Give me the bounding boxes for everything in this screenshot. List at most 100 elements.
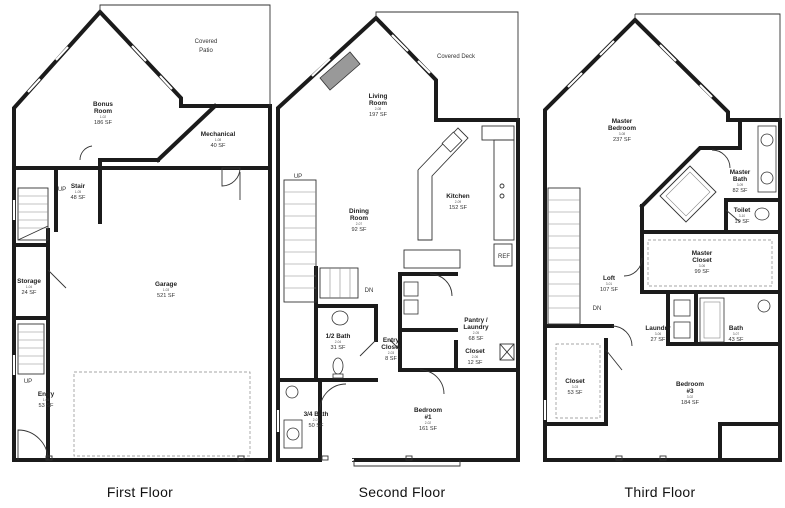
third-floor-plan xyxy=(543,13,782,462)
room-area: 8 SF xyxy=(385,356,397,362)
master-bath-wall xyxy=(639,146,742,209)
room-area: 50 SF xyxy=(309,423,325,429)
second-floor-plan xyxy=(276,11,520,467)
pantry-door xyxy=(429,273,453,297)
room-code: 2-05 xyxy=(473,331,480,335)
room-area: 53 SF xyxy=(39,403,55,409)
loft-door xyxy=(611,325,633,347)
room-name: Closet xyxy=(381,344,401,351)
room-name: Stair xyxy=(71,183,86,190)
plan-label: REF xyxy=(498,254,510,260)
room-code: 2-02 xyxy=(425,421,432,425)
room-name: 1/2 Bath xyxy=(326,333,351,340)
room-area: 27 SF xyxy=(651,337,667,343)
room-code: 1-05 xyxy=(75,190,82,194)
plan-label: DN xyxy=(593,306,602,312)
second-floor-stair xyxy=(283,179,359,303)
room-name: Closet xyxy=(692,257,712,264)
mechanical-wall xyxy=(155,103,218,163)
room-area: 19 SF xyxy=(735,219,751,225)
room-name: Kitchen xyxy=(446,193,470,200)
room-area: 152 SF xyxy=(449,205,468,211)
room-name: Dining xyxy=(349,208,369,215)
plan-label: Covered xyxy=(195,39,218,45)
room-code: 3-06 xyxy=(655,332,662,336)
third-floor-title: Third Floor xyxy=(624,484,696,500)
room-name: Bath xyxy=(733,176,747,183)
room-name: Room xyxy=(369,100,387,107)
covered-deck-outline xyxy=(375,11,519,120)
room-name: #3 xyxy=(686,388,694,395)
room-area: 107 SF xyxy=(600,287,619,293)
room-name: Bonus xyxy=(93,101,113,108)
third-roof-outline xyxy=(635,13,781,120)
room-name: Master xyxy=(692,250,713,257)
shower xyxy=(659,165,717,223)
room-code: 1-02 xyxy=(100,115,107,119)
plan-label: Patio xyxy=(199,48,213,54)
room-code: 2-03 xyxy=(388,351,395,355)
bed3-closet-outline xyxy=(555,343,601,419)
room-code: 2-06 xyxy=(472,355,479,359)
room-code: 3-03 xyxy=(572,385,579,389)
room-code: 2-07 xyxy=(356,222,363,226)
fireplace xyxy=(319,51,361,91)
room-name: Master xyxy=(612,118,633,125)
room-area: 99 SF xyxy=(695,269,711,275)
room-name: Pantry / xyxy=(464,317,488,324)
room-name: Bedroom xyxy=(676,381,704,388)
kitchen-counters xyxy=(403,125,515,269)
master-closet-door xyxy=(623,257,643,277)
third-floor-stair xyxy=(547,187,581,325)
room-area: 31 SF xyxy=(331,345,347,351)
second-floor-windows xyxy=(276,34,431,462)
room-name: Bedroom xyxy=(414,407,442,414)
plan-label: Covered Deck xyxy=(437,54,476,60)
master-bath-door xyxy=(711,149,731,169)
room-name: Laundry xyxy=(463,324,489,331)
first-floor-windows xyxy=(12,45,173,375)
third-floor-windows xyxy=(543,40,713,420)
room-name: Entry xyxy=(383,337,400,344)
room-area: 237 SF xyxy=(613,137,632,143)
room-area: 24 SF xyxy=(22,290,38,296)
room-code: 1-03 xyxy=(163,288,170,292)
second-floor-fixtures xyxy=(283,281,515,449)
room-name: Living xyxy=(369,93,388,100)
room-name: Closet xyxy=(565,378,585,385)
room-code: 3-08 xyxy=(619,132,626,136)
garage-door-outline xyxy=(73,371,251,457)
room-code: 3-07 xyxy=(733,332,740,336)
room-area: 184 SF xyxy=(681,400,700,406)
room-name: Bath xyxy=(729,325,743,332)
entry-door xyxy=(17,429,49,461)
half-bath-door xyxy=(359,339,377,357)
room-code: 2-08 xyxy=(375,107,382,111)
room-name: Loft xyxy=(603,275,616,282)
second-floor-title: Second Floor xyxy=(358,484,446,500)
covered-patio-outline xyxy=(99,4,271,106)
toilet-door xyxy=(725,209,741,223)
room-name: Closet xyxy=(465,348,485,355)
plan-label: UP xyxy=(24,379,32,385)
room-area: 12 SF xyxy=(468,360,484,366)
first-floor-plan xyxy=(12,4,272,462)
mechanical-door xyxy=(221,167,241,187)
bed3-closet-door xyxy=(605,349,623,371)
room-area: 48 SF xyxy=(71,195,87,201)
entry-stair xyxy=(17,323,45,375)
room-name: #1 xyxy=(424,414,432,421)
room-name: Laundry xyxy=(645,325,671,332)
room-area: 82 SF xyxy=(733,188,749,194)
bath34-door xyxy=(319,383,347,411)
room-name: Room xyxy=(94,108,112,115)
room-code: 2-04 xyxy=(335,340,342,344)
room-code: 1-08 xyxy=(215,138,222,142)
room-name: Garage xyxy=(155,281,177,288)
room-area: 92 SF xyxy=(352,227,368,233)
room-name: Bedroom xyxy=(608,125,636,132)
room-code: 3-02 xyxy=(687,395,694,399)
storage-door xyxy=(47,269,67,289)
